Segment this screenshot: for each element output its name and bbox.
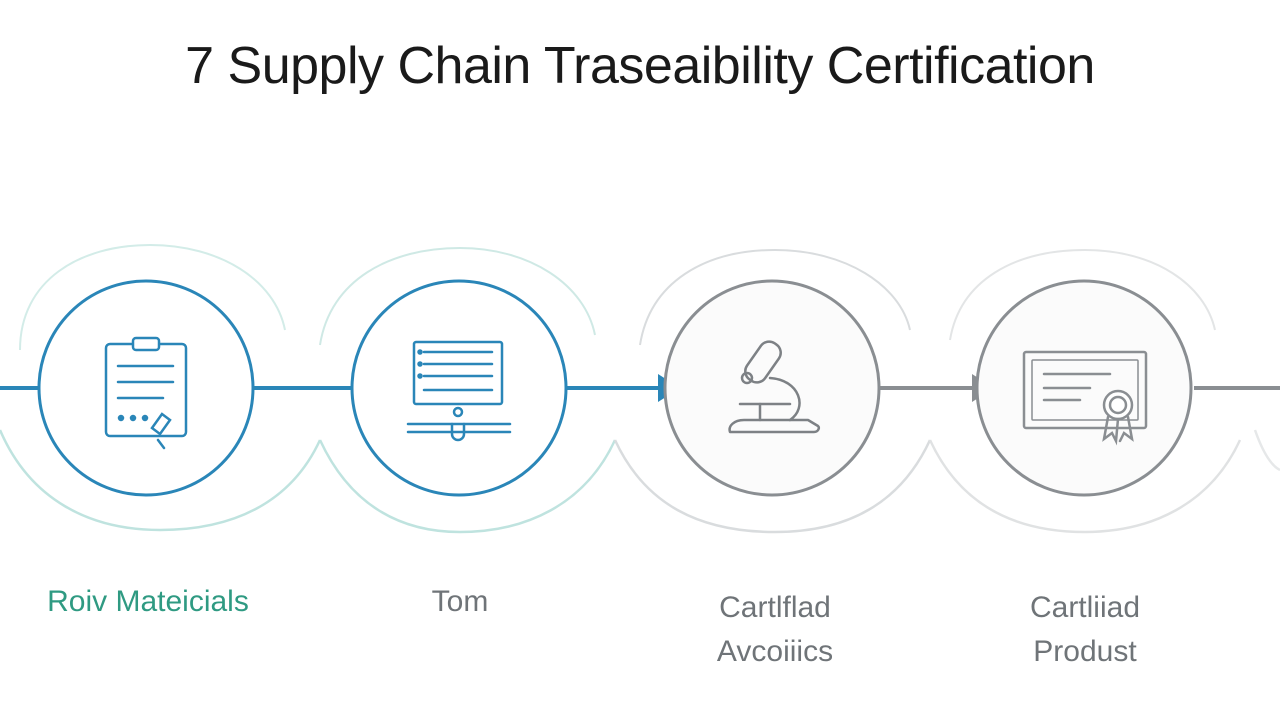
step-label-line: Cartlflad: [719, 591, 831, 624]
step-label-line: Produst: [1033, 635, 1137, 668]
outer-ring-arc-3: [639, 248, 911, 346]
lower-ring-arc-1: [0, 429, 322, 532]
step-label-line: Cartliiad: [1029, 591, 1141, 624]
step-label-certified-activities: Cartlflad Avcoiiics: [660, 586, 890, 674]
lower-ring-arc-5: [1253, 429, 1280, 472]
step-node-tom: [350, 279, 568, 497]
document-list-icon: [406, 340, 512, 442]
clipboard-checklist-icon: [104, 336, 188, 450]
step-node-certified-activities: [663, 279, 881, 497]
outer-ring-arc-4: [949, 248, 1216, 341]
step-label-line: Tom: [431, 585, 489, 618]
step-node-raw-materials: [37, 279, 255, 497]
page-title: 7 Supply Chain Traseaibility Certificati…: [185, 37, 1095, 95]
step-label-certified-product: Cartliiad Produst: [970, 586, 1200, 674]
lower-ring-arc-4: [928, 439, 1242, 534]
microscope-icon: [728, 340, 821, 434]
step-label-line: Avcoiiics: [716, 635, 834, 668]
step-label-raw-materials: Roiv Mateicials: [28, 580, 268, 624]
outer-ring-arc-2: [319, 246, 596, 346]
certificate-seal-icon: [1022, 350, 1148, 446]
outer-ring-arc-1: [19, 243, 286, 351]
lower-ring-arc-2: [318, 439, 617, 534]
step-node-certified-product: [975, 279, 1193, 497]
lower-ring-arc-3: [613, 439, 932, 534]
step-label-line: Roiv Mateicials: [47, 585, 249, 618]
step-label-tom: Tom: [360, 580, 560, 624]
